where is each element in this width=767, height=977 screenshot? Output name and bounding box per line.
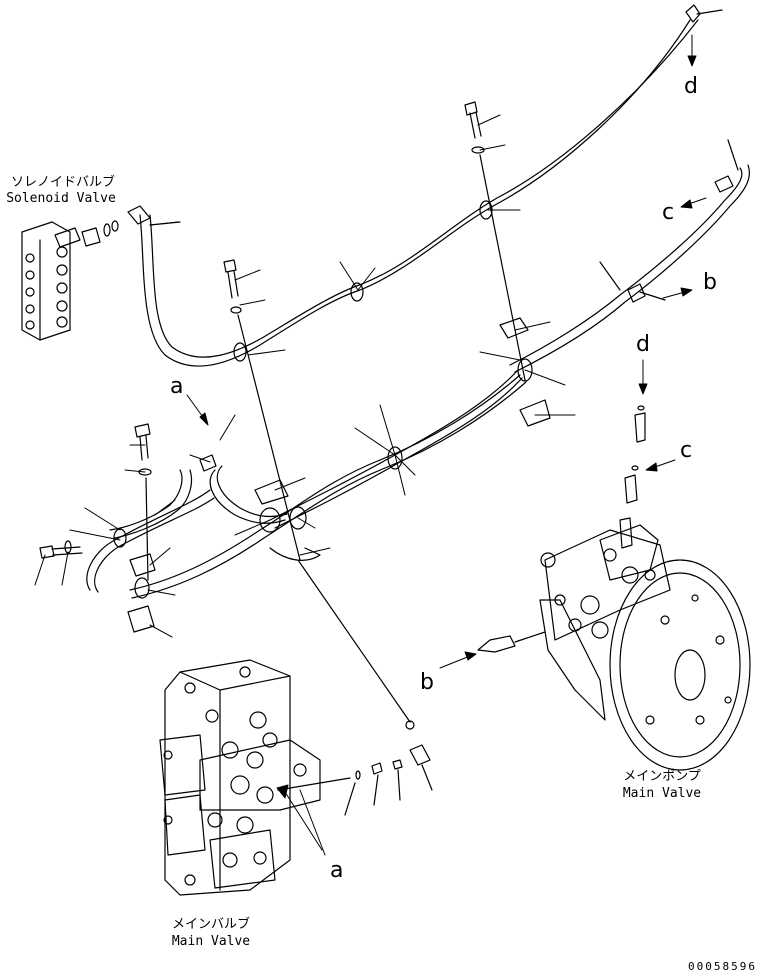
leader-lines: [34, 114, 576, 638]
main-pump-label-jp: メインポンプ: [623, 769, 701, 784]
connection-c-pump: c: [680, 438, 693, 463]
connection-d-top: d: [684, 74, 698, 99]
main-valve-fittings: [344, 744, 433, 816]
solenoid-valve-label-jp: ソレノイドバルブ: [10, 175, 115, 190]
connection-d-pump: d: [636, 332, 650, 357]
hose-clamps: [113, 200, 533, 599]
main-pump-label-en: Main Valve: [622, 786, 702, 801]
main-valve-label-en: Main Valve: [171, 934, 251, 949]
connection-c-right: c: [662, 200, 675, 225]
solenoid-valve: [21, 205, 181, 341]
connection-a-bottom: a: [330, 858, 344, 883]
bolts-washers: [39, 101, 526, 730]
connection-b-pump: b: [420, 670, 434, 695]
main-valve: [159, 659, 351, 896]
connection-arrows: [186, 34, 707, 856]
hose-to-b: [509, 139, 751, 373]
drawing-number: 00058596: [688, 960, 757, 973]
main-pump: [477, 405, 751, 771]
connection-a-top: a: [170, 374, 184, 399]
connection-b-right: b: [703, 270, 717, 295]
solenoid-valve-label-en: Solenoid Valve: [6, 191, 116, 206]
main-valve-label-jp: メインバルブ: [171, 917, 250, 932]
upper-pilot-hose: [139, 4, 723, 367]
